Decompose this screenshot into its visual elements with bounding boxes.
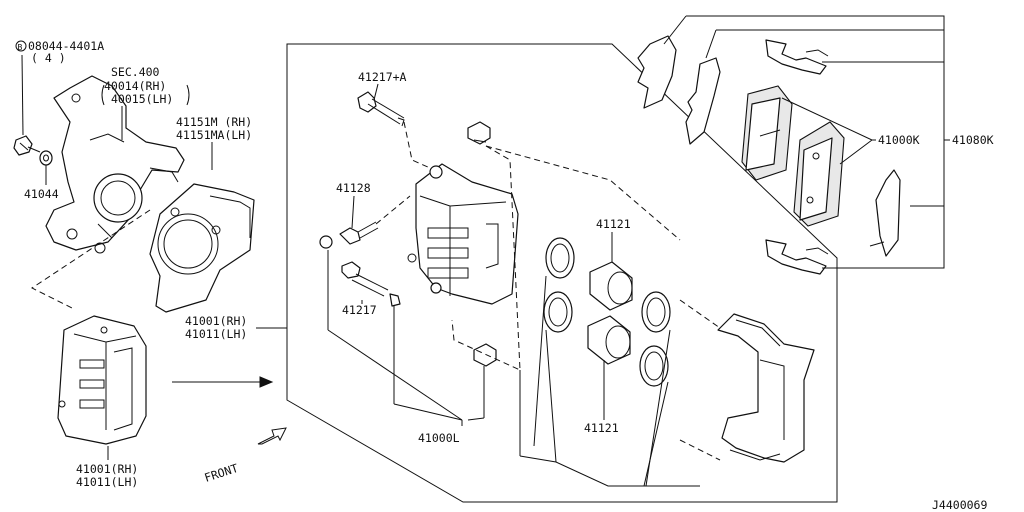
piston-seal-1 (545, 237, 575, 279)
plate-rh-label: 41151M (RH) (176, 115, 252, 129)
piston-seal-2 (543, 291, 573, 333)
caliper-set-lh-label: 41011(LH) (185, 327, 247, 341)
caliper-body (407, 163, 519, 305)
plate-lh-label: 41151MA(LH) (176, 128, 252, 142)
pin-bolt-label: 41217 (342, 303, 377, 317)
caliper-lh-label: 41011(LH) (76, 475, 138, 489)
knuckle-rh-label: 40014(RH) (104, 79, 166, 93)
piston-bottom-label: 41121 (584, 421, 619, 435)
mounting-bolt: B (13, 40, 41, 156)
piston-top-label: 41121 (596, 217, 631, 231)
piston-2 (587, 315, 631, 365)
bolt-mark-label: B (18, 43, 23, 52)
bleeder-screw-bottom (473, 343, 497, 418)
hardware-kit-label: 41080K (952, 133, 994, 147)
pin-boot-label: 41128 (336, 181, 371, 195)
diagram-code-label: J4400069 (932, 498, 987, 512)
washer-label: 41044 (24, 187, 59, 201)
pad-clip-top (765, 39, 829, 75)
piston-1 (589, 261, 633, 311)
brake-pad-outer (741, 85, 793, 181)
exploded-frame (286, 43, 838, 503)
guide-bolt-a (357, 91, 405, 127)
caliper-bracket (717, 313, 815, 463)
anti-rattle-spring (869, 169, 901, 257)
steering-knuckle (45, 75, 185, 254)
caliper-body-leaders (327, 275, 700, 487)
washer-41044 (39, 150, 53, 185)
bleeder-screw-top (467, 121, 491, 145)
explode-arrow (172, 376, 274, 388)
pad-kit-label: 41000K (878, 133, 920, 147)
bolt-qty-label: ( 4 ) (31, 51, 66, 65)
caliper-body-label: 41000L (418, 431, 460, 445)
caliper-assembly-left (57, 315, 147, 445)
guide-bolt (341, 261, 401, 307)
caliper-set-rh-label: 41001(RH) (185, 314, 247, 328)
bolt-a-label: 41217+A (358, 70, 407, 84)
shim-inner (685, 57, 721, 145)
pad-clip-bottom (765, 239, 829, 275)
front-arrow (257, 427, 287, 445)
knuckle-lh-label: 40015(LH) (111, 92, 173, 106)
front-label: FRONT (203, 461, 240, 485)
splash-plate (149, 183, 255, 313)
sec-label: SEC.400 (111, 65, 160, 79)
bolt-code-label: 08044-4401A (28, 39, 104, 53)
piston-seal-4 (639, 345, 669, 387)
caliper-rh-label: 41001(RH) (76, 462, 138, 476)
piston-seal-3 (641, 291, 671, 333)
brake-pad-inner (793, 121, 845, 227)
pin-boot (339, 221, 379, 245)
shim-outer (637, 35, 677, 109)
hardware-kit-leaders (663, 15, 945, 269)
